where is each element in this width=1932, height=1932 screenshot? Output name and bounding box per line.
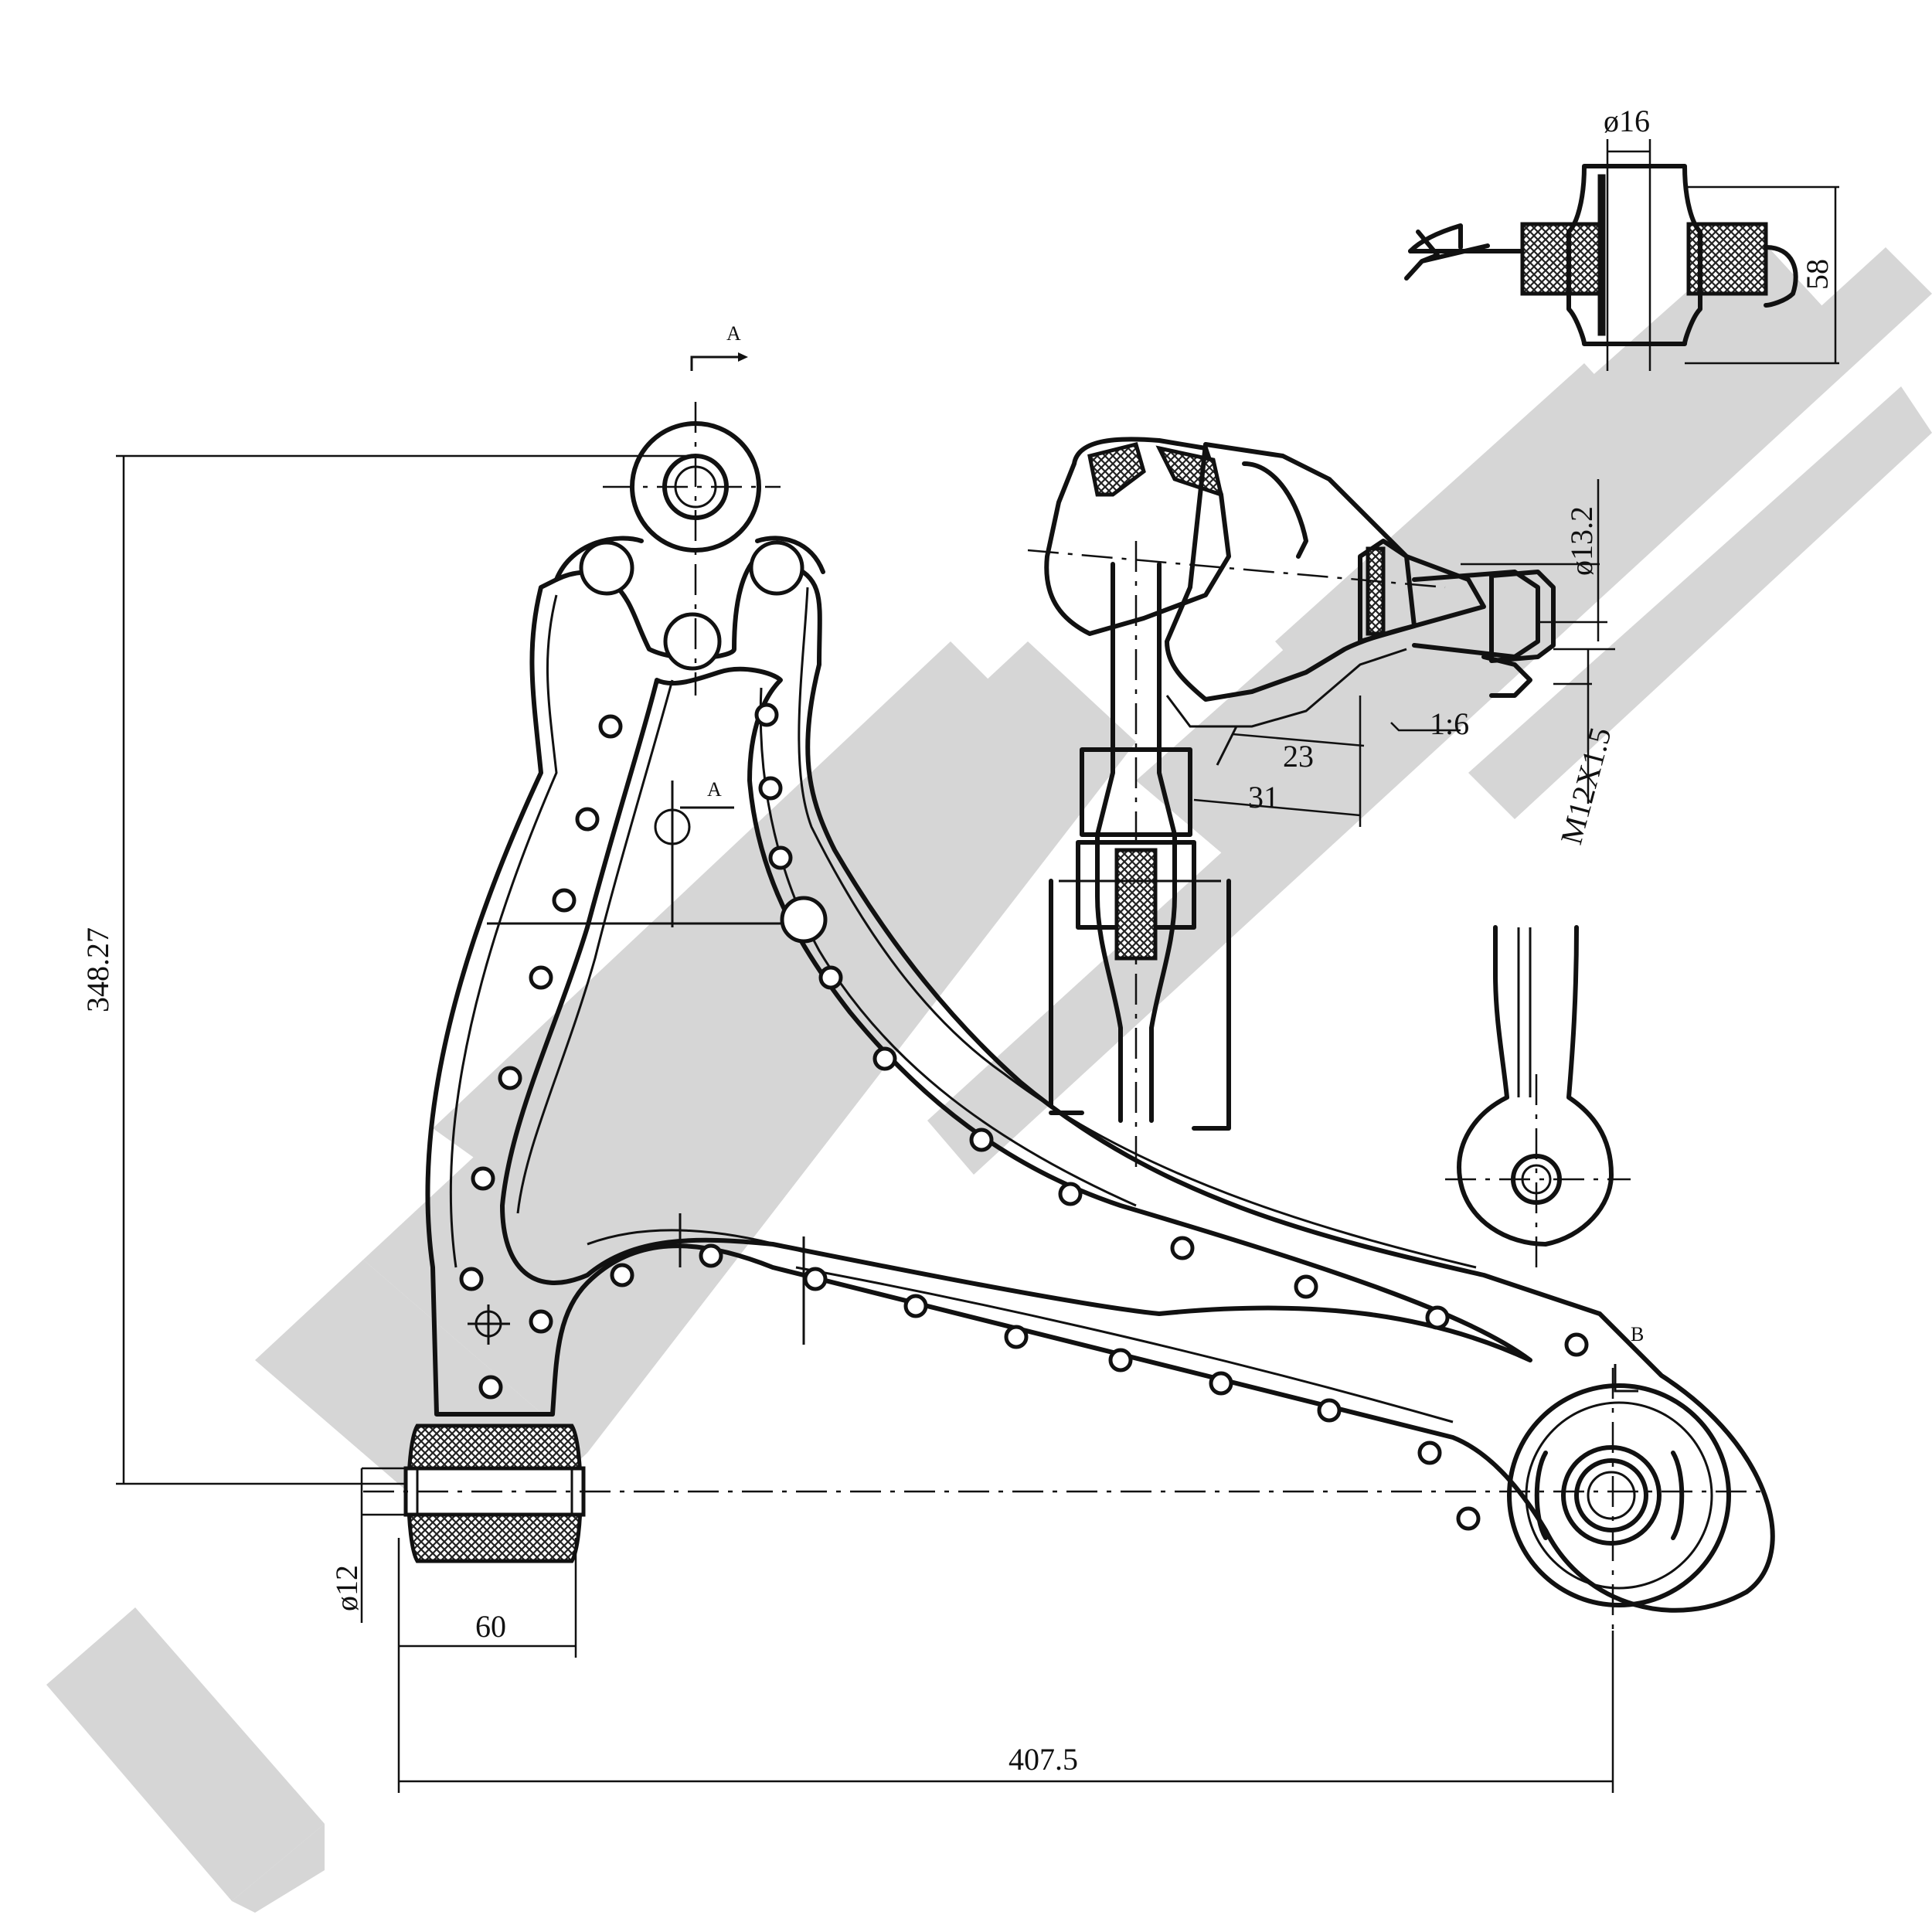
ball-joint-section: 23 31 1:6 ø13.2 M12X1.5 (1027, 437, 1618, 1175)
front-bush (403, 1423, 586, 1563)
dimension-407: 407.5 (397, 1631, 1614, 1793)
link-eye-side-view (1445, 925, 1631, 1275)
rear-bush-detail: ø16 58 (1404, 104, 1839, 371)
dimension-bush-length-label: 60 (475, 1609, 506, 1644)
rear-bush-eye: B (1507, 1323, 1731, 1607)
joint-length-31-label: 31 (1248, 780, 1279, 815)
section-label-a-top: A (726, 322, 741, 345)
rear-bush-length-label: 58 (1800, 259, 1835, 290)
dimension-bush-bore-label: ø12 (329, 1565, 364, 1611)
section-label-b: B (1631, 1323, 1644, 1345)
rear-bush-bore-label: ø16 (1604, 104, 1650, 138)
dimension-bush-length: 60 (397, 1538, 577, 1658)
section-label-a-mid: A (707, 778, 722, 801)
joint-length-23-label: 23 (1283, 739, 1314, 774)
dimension-348-label: 348.27 (80, 927, 115, 1012)
joint-taper-label: ø13.2 (1564, 506, 1599, 576)
watermark-logo (46, 232, 1932, 1913)
dimension-348: 348.27 (80, 454, 696, 1485)
taper-ratio-label: 1:6 (1430, 706, 1469, 741)
section-mark-a-top: A (690, 322, 748, 371)
ball-joint-head (554, 402, 825, 696)
section-mark-a-mid: A (487, 778, 781, 927)
dimension-bush-bore: ø12 (329, 1467, 410, 1623)
arm-holes (459, 702, 1589, 1531)
dimension-407-label: 407.5 (1009, 1742, 1078, 1777)
